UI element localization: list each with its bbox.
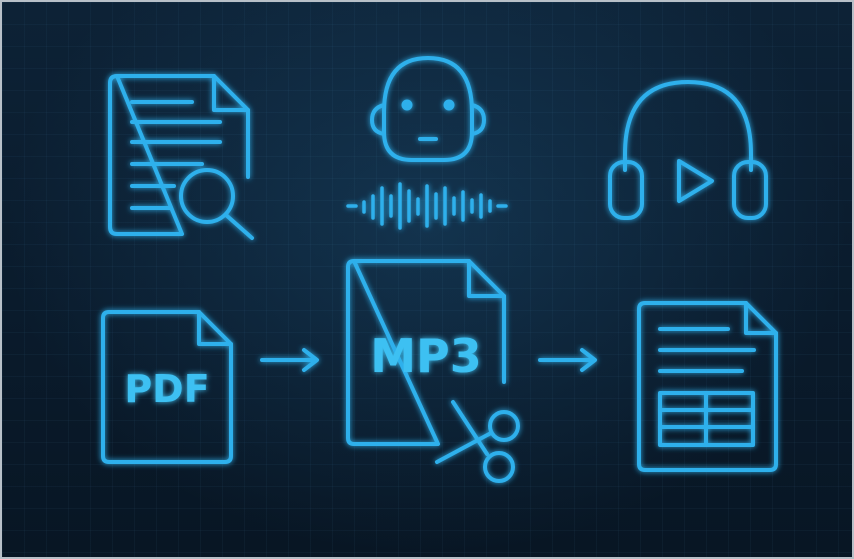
document-search-icon — [108, 74, 254, 240]
sound-wave-icon — [346, 182, 508, 230]
arrow-right-icon — [260, 348, 319, 372]
robot-head-icon — [370, 56, 486, 162]
arrow-right-icon — [538, 348, 597, 372]
mp3-file-icon: MP3 — [346, 259, 506, 446]
headphones-play-icon — [608, 80, 768, 220]
pdf-label: PDF — [124, 367, 209, 411]
scissors-icon — [435, 400, 520, 483]
pdf-file-icon: PDF — [101, 310, 233, 464]
mp3-label: MP3 — [370, 329, 482, 383]
spreadsheet-file-icon — [637, 301, 778, 472]
